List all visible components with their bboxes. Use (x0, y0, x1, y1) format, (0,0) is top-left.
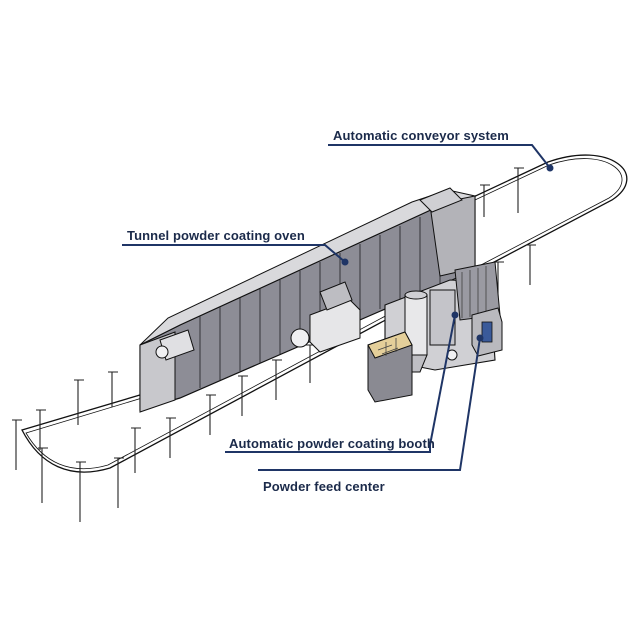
leader-dot-icon (546, 164, 554, 172)
leader-conveyor (328, 144, 551, 169)
leader-booth (429, 314, 456, 446)
leader-dot-icon (476, 334, 484, 342)
label-automatic-conveyor-system: Automatic conveyor system (333, 128, 509, 143)
filter-module (367, 331, 413, 403)
leader-dot-icon (451, 311, 459, 319)
leader-oven (122, 244, 346, 263)
leader-feed (258, 337, 481, 471)
leader-booth-base (225, 445, 431, 453)
conveyor-track (21, 154, 628, 473)
leader-lines (122, 144, 551, 471)
conveyor-supports (12, 167, 536, 522)
label-tunnel-powder-coating-oven: Tunnel powder coating oven (127, 228, 305, 243)
leader-dots (341, 164, 554, 342)
tunnel-oven (139, 187, 477, 413)
label-powder-feed-center: Powder feed center (263, 479, 385, 494)
leader-dot-icon (341, 258, 349, 266)
powder-feed-unit (471, 307, 503, 357)
label-automatic-powder-coating-booth: Automatic powder coating booth (229, 436, 435, 451)
